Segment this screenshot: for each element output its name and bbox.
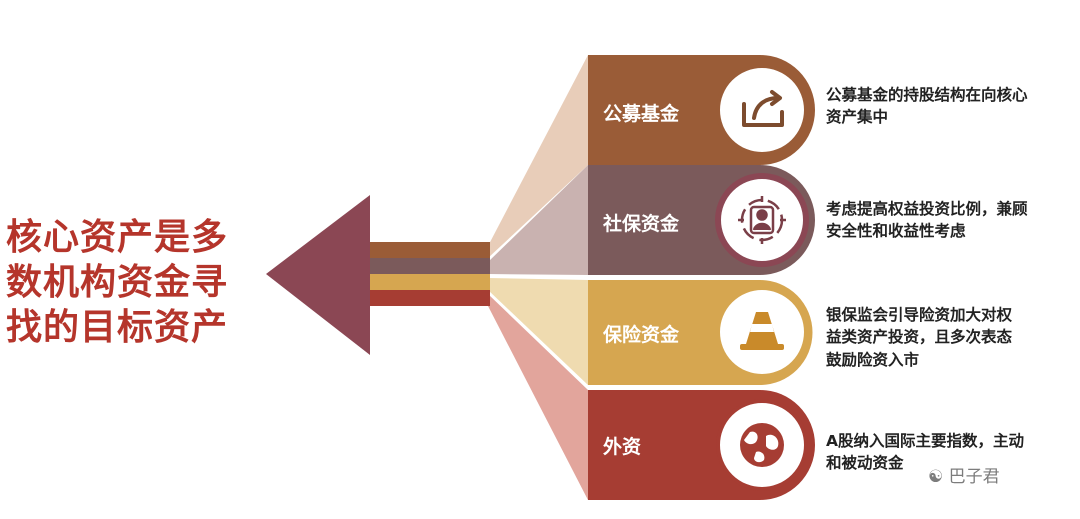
foreign-fan-wedge <box>488 294 588 500</box>
headline-line-2: 数机构资金寻 <box>6 262 229 303</box>
arrow-stripe-insurance <box>370 274 490 290</box>
desc-fund-line-2: 资产集中 <box>826 108 889 127</box>
fund-fan-wedge <box>488 55 588 258</box>
desc-fund-line-1: 公募基金的持股结构在向核心 <box>826 86 1028 104</box>
desc-foreign-line-1: A股纳入国际主要指数，主动 <box>826 432 1024 450</box>
desc-foreign-line-2: 和被动资金 <box>826 454 904 473</box>
desc-insurance-line-2: 益类资产投资，且多次表态 <box>826 328 1013 347</box>
headline-line-1: 核心资产是多 <box>6 217 229 258</box>
globe-icon <box>740 423 784 467</box>
desc-insurance: 银保监会引导险资加大对权 益类资产投资，且多次表态 鼓励险资入市 <box>826 304 1074 371</box>
wechat-icon: ☯ <box>928 467 944 487</box>
band-label-foreign: 外资 <box>603 436 642 458</box>
insurance-fan-wedge <box>488 278 588 385</box>
band-label-fund: 公募基金 <box>603 103 680 125</box>
share-export-icon <box>742 90 784 127</box>
arrow-stripe-pension <box>370 258 490 274</box>
desc-insurance-line-1: 银保监会引导险资加大对权 <box>826 306 1013 324</box>
pension-fan-wedge <box>488 165 588 275</box>
arrow-stripe-foreign <box>370 290 490 306</box>
band-label-insurance: 保险资金 <box>603 324 680 346</box>
desc-foreign: A股纳入国际主要指数，主动 和被动资金 <box>826 430 1074 475</box>
watermark: ☯ 巴子君 <box>928 462 1000 487</box>
desc-pension-line-1: 考虑提高权益投资比例，兼顾 <box>826 200 1028 218</box>
desc-fund: 公募基金的持股结构在向核心 资产集中 <box>826 84 1074 129</box>
watermark-text: 巴子君 <box>948 467 1000 487</box>
band-label-pension: 社保资金 <box>603 213 680 235</box>
fund-icon-circle <box>716 64 808 156</box>
arrow-stripe-fund <box>370 242 490 258</box>
desc-pension: 考虑提高权益投资比例，兼顾 安全性和收益性考虑 <box>826 198 1074 243</box>
headline-line-3: 找的目标资产 <box>6 307 229 348</box>
desc-pension-line-2: 安全性和收益性考虑 <box>826 222 966 241</box>
desc-insurance-line-3: 鼓励险资入市 <box>826 350 920 369</box>
user-target-icon <box>738 196 786 244</box>
traffic-cone-icon <box>740 312 784 350</box>
arrow-head <box>266 195 370 355</box>
